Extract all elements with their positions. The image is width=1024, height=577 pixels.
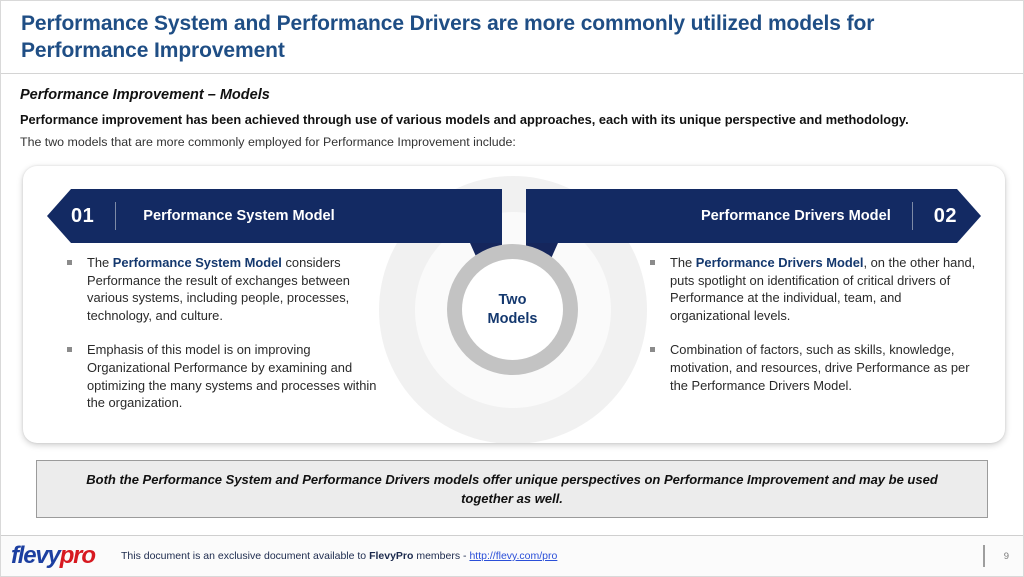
bullet-square-icon: [650, 260, 655, 265]
center-label-line1: Two: [498, 291, 527, 308]
center-label-line2: Models: [487, 310, 538, 327]
flevypro-logo: flevypro: [11, 542, 96, 569]
diagram-card: Two Models 01 Performance System Model P…: [23, 166, 1005, 443]
banner-divider-left: [115, 202, 117, 230]
key-message-text: Both the Performance System and Performa…: [86, 472, 938, 506]
page-title: Performance System and Performance Drive…: [21, 12, 875, 62]
bullet-list-1: The Performance System Model considers P…: [65, 254, 395, 412]
title-block: Performance System and Performance Drive…: [1, 1, 1023, 74]
page-number: 9: [1003, 551, 1009, 562]
section-subheading: Performance Improvement – Models: [20, 87, 270, 103]
footer-note-middle: members -: [413, 550, 470, 562]
model-number-2: 02: [933, 204, 957, 227]
bullet-lead: The: [87, 255, 113, 270]
key-message-box: Both the Performance System and Performa…: [36, 460, 988, 518]
lead-paragraph: The two models that are more commonly em…: [20, 135, 516, 149]
bullet-rest: Emphasis of this model is on improving O…: [87, 342, 377, 411]
list-item: The Performance Drivers Model, on the ot…: [648, 254, 978, 324]
model-banner-1[interactable]: 01 Performance System Model: [47, 189, 502, 243]
bullet-rest: , on the other hand, puts spotlight on i…: [670, 255, 976, 323]
bullet-highlight: Performance Drivers Model: [695, 255, 864, 270]
model-label-1: Performance System Model: [143, 208, 335, 224]
model-number-1: 01: [71, 204, 95, 227]
bullet-square-icon: [650, 347, 655, 353]
lead-paragraph-bold: Performance improvement has been achieve…: [20, 112, 909, 127]
footer-note: This document is an exclusive document a…: [121, 550, 557, 562]
model-1-content: The Performance System Model considers P…: [65, 254, 395, 412]
list-item: Emphasis of this model is on improving O…: [65, 341, 395, 411]
footer-note-prefix: This document is an exclusive document a…: [121, 550, 370, 562]
bullet-square-icon: [67, 347, 72, 353]
logo-flevy: flevy: [11, 542, 61, 569]
footer: flevypro This document is an exclusive d…: [1, 535, 1023, 576]
bullet-lead: The: [670, 255, 696, 270]
model-banner-2[interactable]: Performance Drivers Model 02: [526, 189, 981, 243]
page-number-separator: [983, 545, 985, 567]
bullet-highlight: Performance System Model: [112, 255, 282, 270]
bullet-rest: Combination of factors, such as skills, …: [670, 342, 970, 393]
model-label-2: Performance Drivers Model: [700, 208, 891, 224]
center-label: Two Models: [462, 259, 563, 360]
list-item: Combination of factors, such as skills, …: [648, 341, 978, 394]
list-item: The Performance System Model considers P…: [65, 254, 395, 324]
model-2-content: The Performance Drivers Model, on the ot…: [648, 254, 978, 394]
bullet-rest: considers Performance the result of exch…: [87, 255, 350, 323]
bullet-square-icon: [67, 260, 72, 265]
bullet-list-2: The Performance Drivers Model, on the ot…: [648, 254, 978, 394]
footer-link[interactable]: http://flevy.com/pro: [469, 550, 558, 562]
logo-pro: pro: [59, 542, 96, 569]
footer-note-brand: FlevyPro: [369, 550, 414, 562]
banner-divider-right: [912, 202, 913, 230]
